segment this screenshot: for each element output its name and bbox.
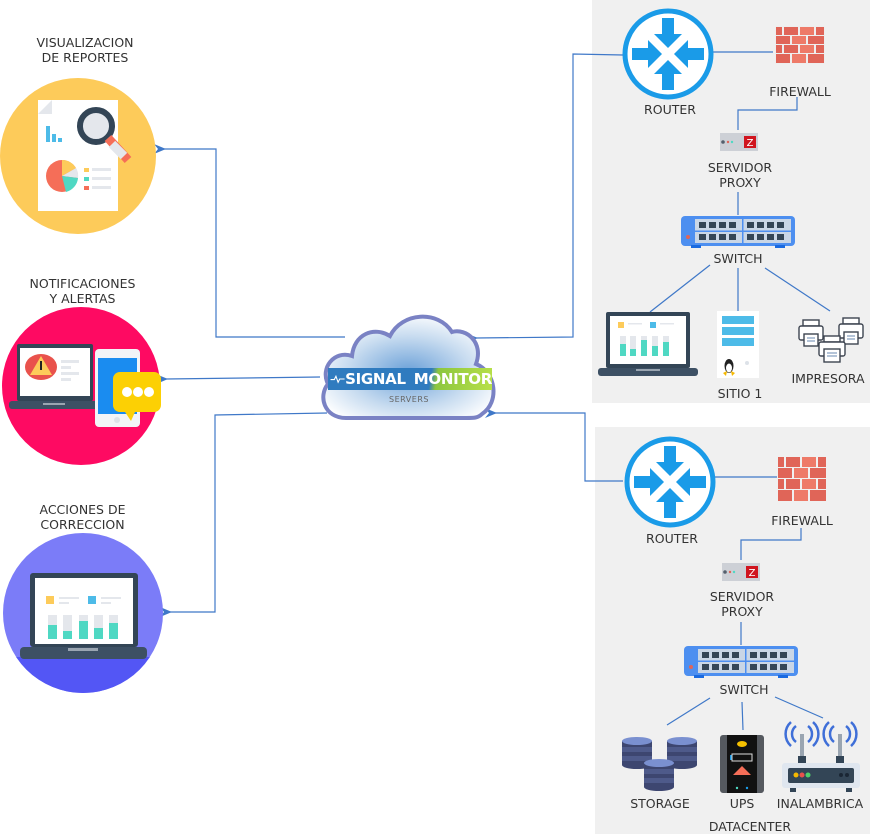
dc-router[interactable] (624, 436, 716, 528)
storage-icon (622, 737, 697, 791)
router-icon (622, 8, 714, 100)
svg-text:Z: Z (749, 568, 756, 579)
site1-router[interactable] (622, 8, 714, 100)
site1-router-label: ROUTER (644, 102, 696, 117)
router-icon (624, 436, 716, 528)
signal-monitor-logo: SIGNAL MONITOR (328, 368, 492, 390)
wire-cloud-to-alerts (155, 374, 321, 385)
dc-firewall-label: FIREWALL (771, 513, 833, 528)
wire-cloud-to-corrections (160, 412, 328, 617)
heartbeat-icon (330, 374, 345, 384)
proxy-server-icon: Z (722, 563, 760, 581)
site1-printer[interactable] (797, 316, 865, 364)
firewall-icon (778, 457, 826, 501)
site1-switch-label: SWITCH (713, 251, 763, 266)
reports-label: VISUALIZACION DE REPORTES (36, 35, 134, 65)
switch-icon (684, 646, 798, 678)
site1-switch[interactable] (681, 215, 795, 249)
cloud-icon (321, 314, 496, 420)
wireless-router-icon (782, 721, 860, 792)
report-magnifier-icon (0, 78, 156, 234)
ups-icon (720, 735, 764, 793)
dc-proxy-label: SERVIDOR PROXY (709, 589, 775, 619)
site1-server[interactable] (717, 311, 759, 378)
signal-monitor-cloud[interactable]: SIGNAL MONITOR SERVERS (316, 306, 502, 426)
dc-switch[interactable] (684, 645, 798, 679)
alerts-node[interactable] (1, 306, 161, 466)
corrections-node[interactable] (2, 533, 164, 693)
laptop-dashboard-icon (3, 533, 163, 693)
servers-caption: SERVERS (389, 395, 429, 404)
dc-firewall[interactable] (777, 456, 827, 502)
brand-monitor: MONITOR (413, 370, 493, 388)
dc-router-label: ROUTER (646, 531, 698, 546)
datacenter-title: DATACENTER (708, 819, 792, 834)
dc-proxy[interactable]: Z (722, 563, 760, 581)
notification-alert-icon (2, 307, 161, 465)
dc-wireless[interactable] (780, 718, 862, 794)
dc-wireless-label: INALAMBRICA (776, 796, 864, 811)
firewall-icon (775, 26, 825, 64)
linux-server-icon (717, 311, 759, 378)
site1-printer-label: IMPRESORA (791, 371, 865, 386)
brand-signal: SIGNAL (345, 370, 406, 388)
laptop-dashboard-icon (598, 312, 698, 376)
site1-laptop[interactable] (598, 312, 698, 378)
alerts-label: NOTIFICACIONES Y ALERTAS (29, 276, 136, 306)
dc-ups-label: UPS (729, 796, 755, 811)
site1-firewall-label: FIREWALL (769, 84, 831, 99)
corrections-label: ACCIONES DE CORRECCION (39, 502, 126, 532)
site1-server-label: SITIO 1 (717, 386, 763, 401)
proxy-server-icon: Z (720, 133, 758, 151)
dc-storage[interactable] (620, 737, 700, 792)
printer-icon (798, 317, 864, 363)
site1-proxy-label: SERVIDOR PROXY (707, 160, 773, 190)
site1-proxy[interactable]: Z (720, 133, 758, 151)
reports-node[interactable] (0, 78, 157, 235)
wire-site1-router-to-cloud (465, 53, 624, 344)
svg-text:Z: Z (747, 138, 754, 149)
dc-switch-label: SWITCH (719, 682, 769, 697)
switch-icon (681, 216, 795, 248)
dc-storage-label: STORAGE (630, 796, 690, 811)
site1-firewall[interactable] (775, 26, 825, 64)
dc-ups[interactable] (720, 735, 764, 795)
wire-cloud-to-reports (154, 144, 345, 338)
wire-dc-router-to-cloud (485, 408, 623, 482)
